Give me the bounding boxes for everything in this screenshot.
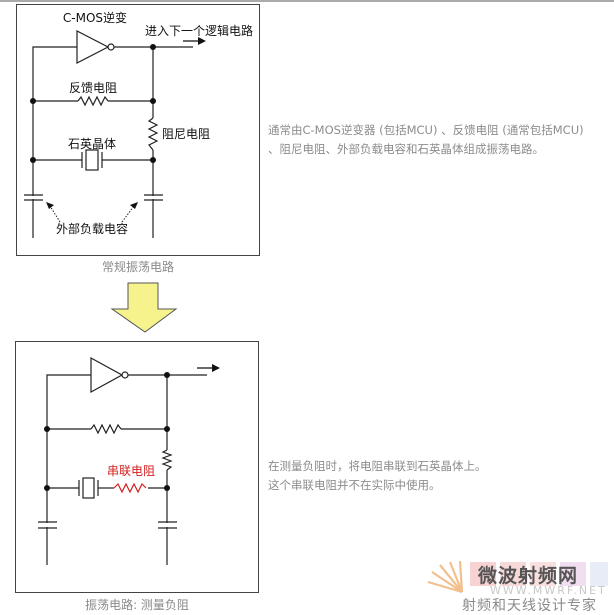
crystal-symbol xyxy=(85,149,99,171)
feedback-resistor-label: 反馈电阻 xyxy=(69,81,117,95)
description-line: 通常由C-MOS逆变器 (包括MCU) 、反馈电阻 (通常包括MCU) xyxy=(268,123,584,137)
watermark-title: 微波射频网 xyxy=(478,565,579,587)
description-line: 这个串联电阻并不在实际中使用。 xyxy=(268,478,441,492)
negative-resistance-description: 在测量负阻时，将电阻串联到石英晶体上。 这个串联电阻并不在实际中使用。 xyxy=(268,457,487,495)
crystal-symbol xyxy=(82,477,95,499)
feedback-resistor-symbol xyxy=(90,423,122,435)
series-resistor-label: 串联电阻 xyxy=(107,464,155,478)
top-border xyxy=(0,0,614,2)
inverter-symbol xyxy=(90,356,124,394)
watermark-url: WWW.MWRF.NET xyxy=(490,584,607,597)
damping-resistor-symbol xyxy=(147,117,159,151)
negative-resistance-circuit-caption: 振荡电路: 测量负阻 xyxy=(85,598,189,612)
conventional-circuit-description: 通常由C-MOS逆变器 (包括MCU) 、反馈电阻 (通常包括MCU) 、阻尼电… xyxy=(268,121,584,159)
sunburst-logo-icon xyxy=(427,560,464,594)
inverter-label: C-MOS逆变 xyxy=(63,10,127,25)
output-arrow-icon xyxy=(212,364,220,372)
negative-resistance-circuit: 串联电阻 xyxy=(38,356,220,565)
conventional-oscillator-circuit: C-MOS逆变 进入下一个逻辑电路 反馈电阻 阻尼电阻 石英晶体 外部负载电容 xyxy=(24,10,253,238)
series-resistor-symbol xyxy=(113,482,147,494)
description-line: 在测量负阻时，将电阻串联到石英晶体上。 xyxy=(268,459,487,473)
output-arrow-icon xyxy=(198,37,206,45)
watermark-background xyxy=(470,560,610,586)
conventional-circuit-panel xyxy=(16,4,260,256)
inverter-symbol xyxy=(76,30,110,64)
negative-resistance-circuit-panel xyxy=(15,341,259,593)
damping-resistor-label: 阻尼电阻 xyxy=(162,127,210,141)
damping-resistor-symbol xyxy=(161,449,173,471)
down-arrow-icon xyxy=(110,282,178,333)
pointer-arrow-icon xyxy=(46,202,54,209)
output-label: 进入下一个逻辑电路 xyxy=(145,23,253,38)
description-line: 、阻尼电阻、外部负载电容和石英晶体组成振荡电路。 xyxy=(268,142,544,156)
watermark-tagline: 射频和天线设计专家 xyxy=(462,598,597,614)
pointer-arrow-icon xyxy=(130,202,138,209)
crystal-label: 石英晶体 xyxy=(68,137,116,151)
feedback-resistor-symbol xyxy=(77,95,109,107)
conventional-circuit-caption: 常规振荡电路 xyxy=(101,260,174,274)
load-capacitor-label: 外部负载电容 xyxy=(56,221,128,236)
